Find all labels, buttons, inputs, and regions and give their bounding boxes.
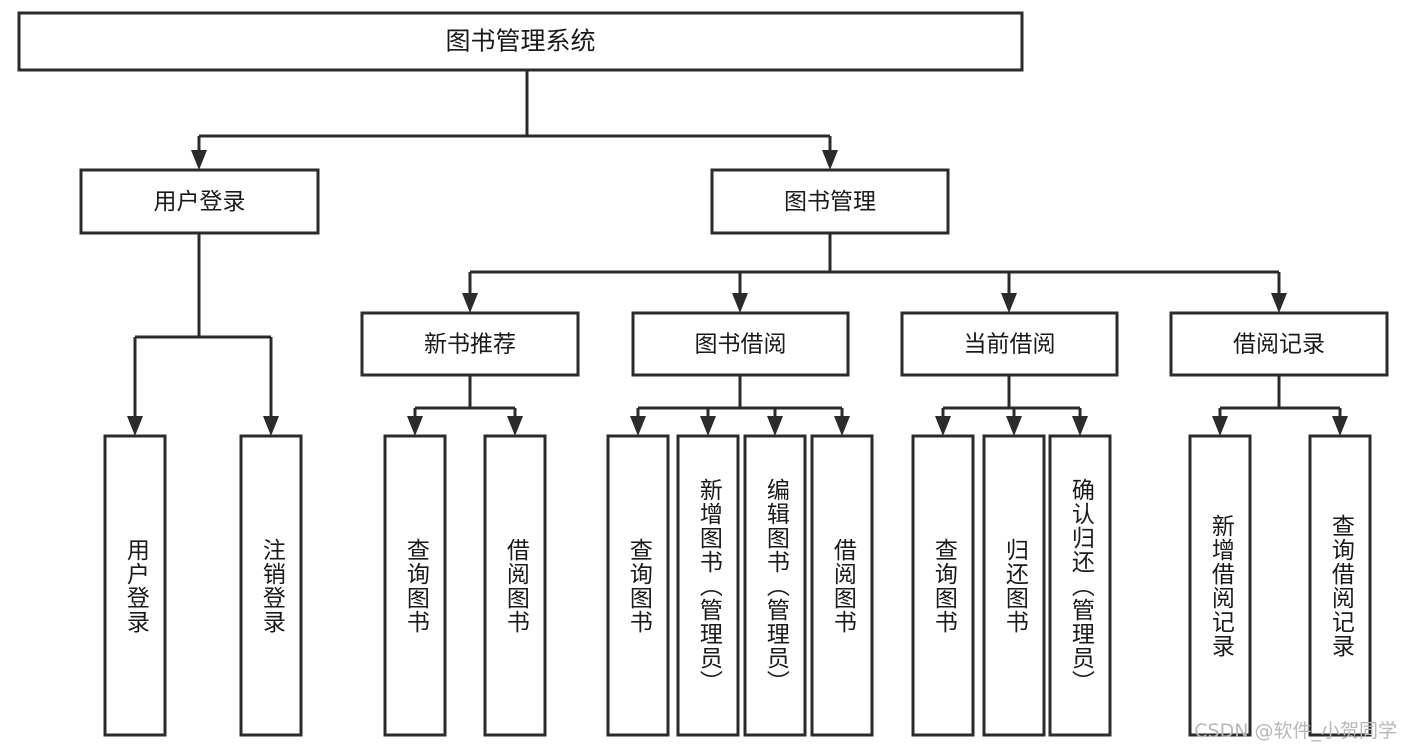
node-user-login-label: 用户登录	[154, 189, 246, 215]
leaf-node-leaf-confirm-return[interactable]	[1048, 434, 1112, 737]
connector-arrowhead	[834, 416, 850, 436]
connector-arrowhead	[1212, 416, 1228, 436]
connector-arrowhead	[1271, 293, 1287, 313]
leaf-node-leaf-edit-book-box[interactable]	[743, 434, 807, 737]
node-user-login-box[interactable]	[79, 168, 320, 235]
leaf-node-leaf-logout[interactable]	[239, 434, 303, 737]
leaf-node-leaf-borrow-book-2[interactable]	[810, 434, 874, 737]
leaf-node-leaf-borrow-book-1[interactable]	[483, 434, 547, 737]
node-book-borrow-box[interactable]	[631, 311, 850, 377]
node-current-borrow[interactable]: 当前借阅	[900, 311, 1119, 377]
node-current-borrow-box[interactable]	[900, 311, 1119, 377]
leaf-node-leaf-query-book-1[interactable]	[383, 434, 447, 737]
leaf-node-leaf-return-book[interactable]	[982, 434, 1046, 737]
leaf-node-leaf-user-login-box[interactable]	[103, 434, 167, 737]
connector-group	[935, 375, 1088, 436]
connector-arrowhead	[732, 293, 748, 313]
csdn-watermark: CSDN @软件_小贺同学	[1194, 720, 1397, 742]
connector-arrowhead	[191, 150, 207, 170]
leaf-node-leaf-borrow-book-1-box[interactable]	[483, 434, 547, 737]
node-new-book-rec[interactable]: 新书推荐	[360, 311, 580, 377]
leaf-node-leaf-add-record[interactable]	[1188, 434, 1252, 737]
node-book-manage[interactable]: 图书管理	[710, 168, 950, 235]
connector-group	[1212, 375, 1348, 436]
connector-arrowhead	[1006, 416, 1022, 436]
node-book-manage-box[interactable]	[710, 168, 950, 235]
leaf-node-leaf-add-book-box[interactable]	[676, 434, 740, 737]
leaf-node-leaf-add-record-box[interactable]	[1188, 434, 1252, 737]
leaf-node-leaf-return-book-box[interactable]	[982, 434, 1046, 737]
node-borrow-record[interactable]: 借阅记录	[1169, 311, 1389, 377]
leaf-node-leaf-query-record-box[interactable]	[1308, 434, 1372, 737]
connector-arrowhead	[1001, 293, 1017, 313]
connector-arrowhead	[407, 416, 423, 436]
connectors-layer	[127, 70, 1348, 436]
node-book-borrow-label: 图书借阅	[695, 332, 787, 358]
connector-arrowhead	[935, 416, 951, 436]
leaf-node-leaf-edit-book[interactable]	[743, 434, 807, 737]
connector-arrowhead	[462, 293, 478, 313]
connector-group	[407, 375, 523, 436]
leaf-node-leaf-query-record[interactable]	[1308, 434, 1372, 737]
node-root-box[interactable]	[17, 11, 1024, 72]
connector-arrowhead	[700, 416, 716, 436]
node-root[interactable]: 图书管理系统	[17, 11, 1024, 72]
node-root-label: 图书管理系统	[445, 27, 595, 56]
leaf-node-leaf-query-book-3-box[interactable]	[911, 434, 975, 737]
connector-arrowhead	[630, 416, 646, 436]
leaf-node-leaf-confirm-return-box[interactable]	[1048, 434, 1112, 737]
connector-arrowhead	[1072, 416, 1088, 436]
connector-arrowhead	[767, 416, 783, 436]
connector-arrowhead	[507, 416, 523, 436]
node-book-borrow[interactable]: 图书借阅	[631, 311, 850, 377]
connector-arrowhead	[1332, 416, 1348, 436]
node-borrow-record-label: 借阅记录	[1233, 332, 1325, 358]
node-new-book-rec-label: 新书推荐	[424, 332, 516, 358]
node-book-manage-label: 图书管理	[784, 189, 876, 215]
node-borrow-record-box[interactable]	[1169, 311, 1389, 377]
connector-arrowhead	[822, 150, 838, 170]
connector-group	[630, 375, 850, 436]
leaf-node-leaf-logout-box[interactable]	[239, 434, 303, 737]
leaf-node-leaf-query-book-2-box[interactable]	[606, 434, 670, 737]
leaf-node-leaf-query-book-1-box[interactable]	[383, 434, 447, 737]
leaf-node-leaf-borrow-book-2-box[interactable]	[810, 434, 874, 737]
connector-arrowhead	[127, 416, 143, 436]
leaf-node-leaf-query-book-3[interactable]	[911, 434, 975, 737]
node-user-login[interactable]: 用户登录	[79, 168, 320, 235]
leaf-node-leaf-query-book-2[interactable]	[606, 434, 670, 737]
leaf-node-leaf-user-login[interactable]	[103, 434, 167, 737]
node-current-borrow-label: 当前借阅	[964, 332, 1056, 358]
connector-group	[127, 233, 279, 436]
connector-group	[191, 70, 838, 170]
node-new-book-rec-box[interactable]	[360, 311, 580, 377]
leaf-node-leaf-add-book[interactable]	[676, 434, 740, 737]
connector-arrowhead	[263, 416, 279, 436]
connector-group	[462, 233, 1287, 313]
